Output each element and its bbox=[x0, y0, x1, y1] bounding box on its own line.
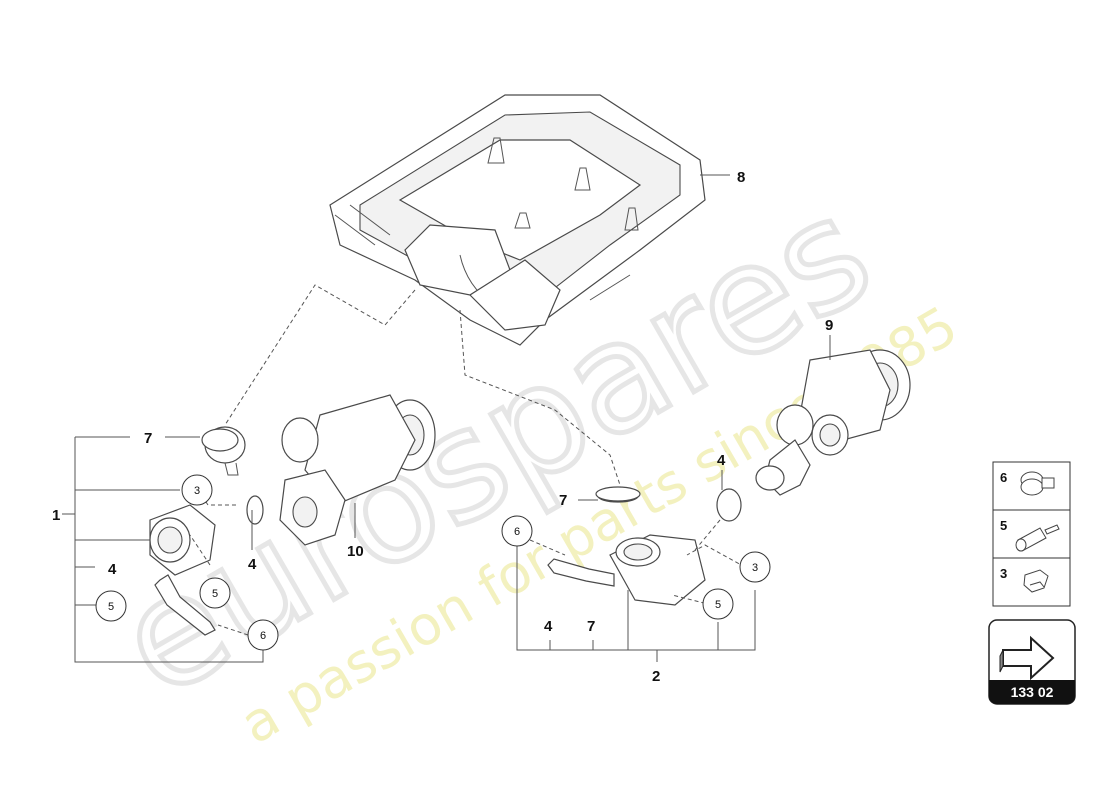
pin-connector-icon bbox=[1015, 524, 1060, 552]
svg-text:5: 5 bbox=[212, 588, 218, 600]
callout-4-left: 4 bbox=[108, 561, 117, 578]
legend-num-5: 5 bbox=[1000, 518, 1007, 533]
callout-8: 8 bbox=[737, 169, 745, 186]
svg-text:6: 6 bbox=[260, 630, 266, 642]
svg-text:5: 5 bbox=[715, 599, 721, 611]
svg-text:3: 3 bbox=[194, 485, 200, 497]
callout-1: 1 bbox=[52, 507, 60, 524]
legend-num-6: 6 bbox=[1000, 470, 1007, 485]
callout-7-mid: 7 bbox=[559, 492, 567, 509]
parts-legend: 6 5 3 bbox=[992, 461, 1071, 607]
turbocharger-right[interactable] bbox=[755, 349, 911, 496]
circle-callout-5-right: 5 bbox=[702, 588, 734, 620]
leader-lines bbox=[62, 174, 831, 663]
hose-clamp-left[interactable] bbox=[201, 428, 239, 452]
hose-clamp-icon bbox=[1020, 471, 1055, 496]
hose-clamp-right[interactable] bbox=[595, 486, 641, 502]
circle-callout-6-left: 6 bbox=[247, 619, 279, 651]
arrow-icon bbox=[999, 635, 1055, 681]
callout-7-left: 7 bbox=[144, 430, 152, 447]
callout-2: 2 bbox=[652, 668, 660, 685]
callout-4-group2: 4 bbox=[544, 618, 553, 635]
callout-10: 10 bbox=[347, 543, 364, 560]
svg-text:6: 6 bbox=[514, 526, 520, 538]
svg-text:3: 3 bbox=[752, 562, 758, 574]
connection-lines bbox=[189, 284, 746, 636]
circle-callout-3-left: 3 bbox=[181, 474, 213, 506]
circle-callout-3-right: 3 bbox=[739, 551, 771, 583]
turbocharger-left[interactable] bbox=[279, 394, 436, 546]
reference-code: 133 02 bbox=[1011, 684, 1054, 700]
callout-7-group2: 7 bbox=[587, 618, 595, 635]
air-filter-housing[interactable] bbox=[329, 94, 706, 346]
legend-num-3: 3 bbox=[1000, 566, 1007, 581]
svg-text:5: 5 bbox=[108, 601, 114, 613]
callout-4-mid: 4 bbox=[248, 556, 257, 573]
circle-callout-5-left-b: 5 bbox=[199, 577, 231, 609]
reference-tile[interactable]: 133 02 bbox=[988, 619, 1076, 705]
intake-assembly-left[interactable] bbox=[149, 426, 264, 636]
callout-9: 9 bbox=[825, 317, 833, 334]
circle-callout-5-left-a: 5 bbox=[95, 590, 127, 622]
circle-callout-6-right: 6 bbox=[501, 515, 533, 547]
callout-4-right: 4 bbox=[717, 452, 726, 469]
clip-icon bbox=[1023, 569, 1049, 593]
